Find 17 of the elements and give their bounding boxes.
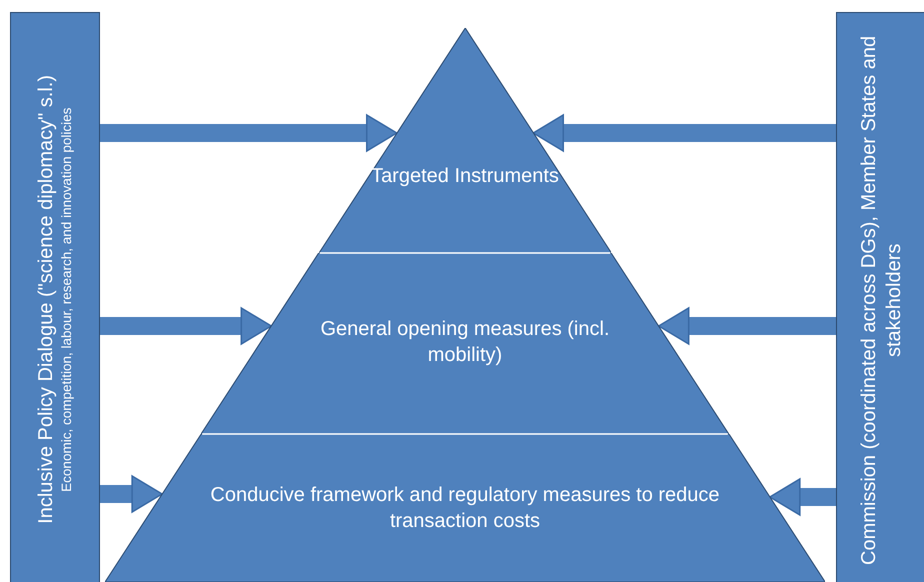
panel-subtitle: Economic, competition, labour, research, and innovation policies xyxy=(59,107,76,492)
tier-label: Conducive framework and regulatory measures to reduce transaction costs xyxy=(209,483,721,534)
pyramid-tier xyxy=(201,253,729,434)
arrow xyxy=(100,114,398,152)
pyramid-tier xyxy=(318,28,612,253)
panel-title: Inclusive Policy Dialogue ("science diplomacy" s.l.) xyxy=(34,75,58,524)
pyramid-tier xyxy=(104,434,826,582)
arrow xyxy=(769,478,836,516)
arrow xyxy=(532,114,836,152)
arrow xyxy=(100,307,272,345)
side-panel xyxy=(10,12,100,582)
arrow xyxy=(658,307,836,345)
side-panel xyxy=(836,12,924,582)
arrow xyxy=(100,475,163,513)
tier-label: General opening measures (incl. mobility) xyxy=(319,317,610,368)
panel-title: Commission (coordinated across DGs), Member States and stakeholders xyxy=(857,34,906,566)
tier-label: Targeted Instruments xyxy=(370,164,560,189)
